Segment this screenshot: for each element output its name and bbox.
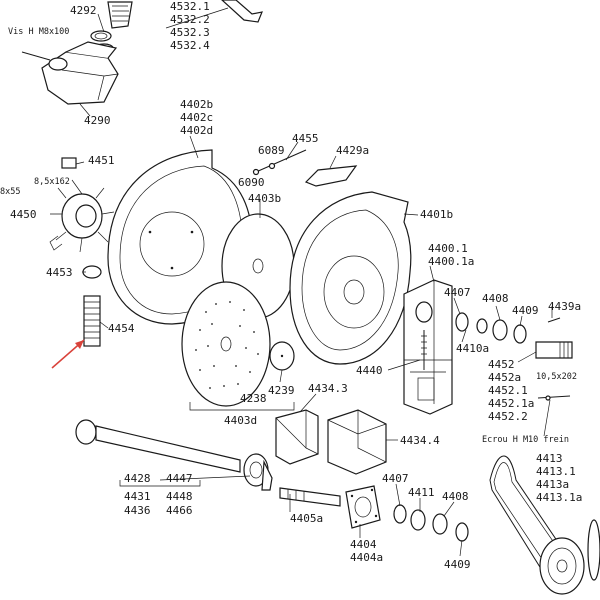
- flange-4404: [345, 485, 381, 529]
- label-4454: 4454: [108, 322, 135, 335]
- label-4439a: 4439a: [548, 300, 581, 313]
- label-vis-m8: Vis H M8x100: [8, 27, 69, 37]
- label-4434-4: 4434.4: [400, 434, 440, 447]
- label-4411: 4411: [408, 486, 435, 499]
- label-4450: 4450: [10, 208, 37, 221]
- label-ecrou: Ecrou H M10 frein: [482, 435, 569, 445]
- label-4403d: 4403d: [224, 414, 257, 427]
- bearing-support-4400: [403, 279, 453, 415]
- label-4434-3: 4434.3: [308, 382, 348, 395]
- label-6089: 6089: [258, 144, 285, 157]
- guide-4429a: [304, 165, 358, 187]
- label-4452-2: 4452.2: [488, 410, 528, 423]
- plate-4239: [269, 341, 295, 371]
- label-4409-lower: 4409: [444, 558, 471, 571]
- label-4532-2: 4532.2: [170, 13, 210, 26]
- label-8x55: 8x55: [0, 187, 20, 197]
- label-4413a: 4413a: [536, 478, 569, 491]
- label-4400-1: 4400.1: [428, 242, 468, 255]
- label-4407-lower: 4407: [382, 472, 409, 485]
- label-4447: 4447: [166, 472, 193, 485]
- leader-lines: [75, 7, 553, 557]
- label-4408-upper: 4408: [482, 292, 509, 305]
- label-4413-1a: 4413.1a: [536, 491, 582, 504]
- label-4532-3: 4532.3: [170, 26, 210, 39]
- label-4532-1: 4532.1: [170, 0, 210, 13]
- bearing-row-upper: [455, 312, 527, 344]
- label-4455: 4455: [292, 132, 319, 145]
- pulley: [539, 519, 600, 595]
- label-4410a: 4410a: [456, 342, 489, 355]
- label-10-5x202: 10,5x202: [536, 372, 577, 382]
- perforated-disc-4238: [181, 281, 271, 407]
- shaft-4405a: [279, 487, 341, 507]
- label-4413-1: 4413.1: [536, 465, 576, 478]
- bearing-row-lower: [393, 504, 469, 542]
- label-4402c: 4402c: [180, 111, 213, 124]
- label-4403b: 4403b: [248, 192, 281, 205]
- guard-4434-4: [327, 409, 387, 475]
- label-4413: 4413: [536, 452, 563, 465]
- shaft-4452: [535, 317, 573, 401]
- label-4428: 4428: [124, 472, 151, 485]
- label-4452a: 4452a: [488, 371, 521, 384]
- label-4405a: 4405a: [290, 512, 323, 525]
- label-4409-upper: 4409: [512, 304, 539, 317]
- bolts-6089: [252, 149, 307, 176]
- label-4400-1a: 4400.1a: [428, 255, 474, 268]
- label-4452-1a: 4452.1a: [488, 397, 534, 410]
- label-4404: 4404: [350, 538, 377, 551]
- label-4238: 4238: [240, 392, 267, 405]
- label-8-5x162: 8,5x162: [34, 177, 70, 187]
- fan-wheel-4450: [49, 157, 115, 253]
- label-4436: 4436: [124, 504, 151, 517]
- label-4408-lower: 4408: [442, 490, 469, 503]
- label-4429a: 4429a: [336, 144, 369, 157]
- label-4452: 4452: [488, 358, 515, 371]
- label-4239: 4239: [268, 384, 295, 397]
- bracket-4532: [221, 0, 263, 23]
- bolt-4440: [421, 330, 427, 370]
- label-4451: 4451: [88, 154, 115, 167]
- label-4453: 4453: [46, 266, 73, 279]
- label-4401b: 4401b: [420, 208, 453, 221]
- housing-4401b: [289, 191, 412, 365]
- label-4532-4: 4532.4: [170, 39, 210, 52]
- deflector-box-4290: [21, 41, 119, 105]
- guard-4434-3: [275, 409, 319, 465]
- part-labels: 4292 4532.1 4532.2 4532.3 4532.4 Vis H M…: [0, 0, 582, 571]
- pto-shaft-4428: [75, 419, 273, 491]
- label-4290: 4290: [84, 114, 111, 127]
- clamp-and-tube: [82, 265, 102, 347]
- label-4404a: 4404a: [350, 551, 383, 564]
- red-arrow: [51, 339, 85, 369]
- label-4448: 4448: [166, 490, 193, 503]
- label-4452-1: 4452.1: [488, 384, 528, 397]
- label-4402d: 4402d: [180, 124, 213, 137]
- label-6090: 6090: [238, 176, 265, 189]
- label-4292: 4292: [70, 4, 97, 17]
- label-4431: 4431: [124, 490, 151, 503]
- label-4407-upper: 4407: [444, 286, 471, 299]
- label-4440: 4440: [356, 364, 383, 377]
- label-4402b: 4402b: [180, 98, 213, 111]
- label-4466: 4466: [166, 504, 193, 517]
